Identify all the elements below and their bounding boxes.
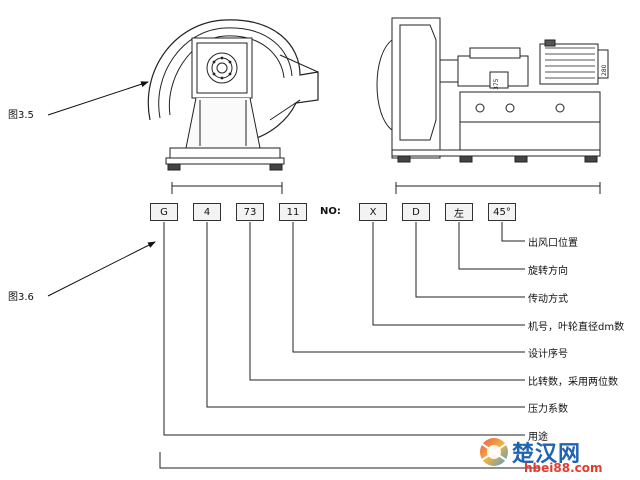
code-box-pressure: 4	[193, 203, 221, 221]
desc-rotation-direction: 旋转方向	[528, 266, 568, 277]
motor-height-label: 375	[493, 78, 500, 90]
fig36-arrow	[47, 241, 156, 297]
desc-pressure-coefficient: 压力系数	[528, 404, 568, 415]
watermark-url: hbei88.com	[524, 461, 603, 475]
leader-lines	[163, 222, 525, 436]
leader-line-outlet	[501, 222, 525, 242]
figure-label-3-6: 图3.6	[8, 292, 34, 303]
code-box-machine-no: X	[359, 203, 387, 221]
watermark-logo-icon	[480, 438, 508, 466]
code-box-design-no: 11	[279, 203, 307, 221]
leader-line-rotation	[458, 222, 525, 270]
fan-front-view	[147, 19, 319, 194]
fig35-arrow	[47, 81, 149, 116]
leader-line-specific-speed	[249, 222, 525, 381]
code-box-specific-speed: 73	[236, 203, 264, 221]
leader-line-drive	[415, 222, 525, 298]
fan-side-view	[376, 17, 609, 194]
desc-design-number: 设计序号	[528, 349, 568, 360]
code-box-usage: G	[150, 203, 178, 221]
leader-line-usage	[163, 222, 525, 436]
desc-outlet-position: 出风口位置	[528, 238, 578, 249]
motor-size-label: 280	[601, 64, 608, 76]
code-box-outlet: 45°	[488, 203, 516, 221]
leader-line-machine-no	[372, 222, 525, 326]
bottom-bracket	[159, 452, 540, 469]
desc-specific-speed: 比转数，采用两位数	[528, 377, 618, 388]
figure-label-3-5: 图3.5	[8, 110, 34, 121]
desc-drive-method: 传动方式	[528, 294, 568, 305]
desc-usage: 用途	[528, 432, 548, 443]
no-label: NO:	[320, 206, 341, 217]
code-box-rotation: 左	[445, 203, 473, 221]
code-box-drive: D	[402, 203, 430, 221]
watermark-name: 楚汉网	[512, 442, 582, 467]
leader-line-pressure	[206, 222, 525, 408]
leader-line-design-no	[292, 222, 525, 353]
desc-machine-number: 机号，叶轮直径dm数	[528, 322, 625, 333]
